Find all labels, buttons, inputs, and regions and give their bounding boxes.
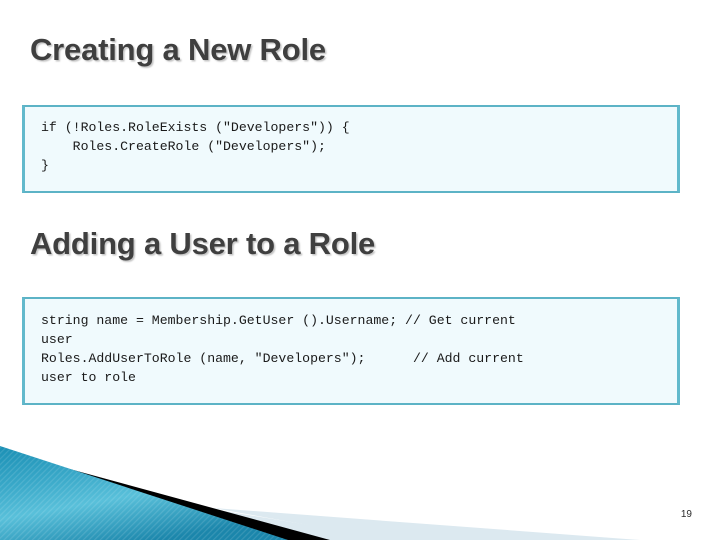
- banner-blue-triangle: [0, 446, 288, 540]
- page-number: 19: [680, 509, 692, 520]
- section-heading-adding-a-user-to-a-role: Adding a User to a Role: [30, 226, 376, 261]
- code-text-create-role: if (!Roles.RoleExists ("Developers")) { …: [41, 120, 350, 173]
- code-block-create-role: if (!Roles.RoleExists ("Developers")) { …: [22, 105, 680, 193]
- banner-blue-triangle-texture: [0, 446, 288, 540]
- code-text-add-user-to-role: string name = Membership.GetUser ().User…: [41, 313, 524, 385]
- banner-pale-triangle: [0, 474, 400, 540]
- banner-black-wedge: [0, 450, 330, 540]
- banner-pale-sliver: [0, 470, 640, 540]
- bottom-left-angled-banner-graphic: [0, 446, 640, 540]
- code-block-add-user-to-role: string name = Membership.GetUser ().User…: [22, 297, 680, 405]
- section-heading-creating-a-new-role: Creating a New Role: [30, 32, 326, 67]
